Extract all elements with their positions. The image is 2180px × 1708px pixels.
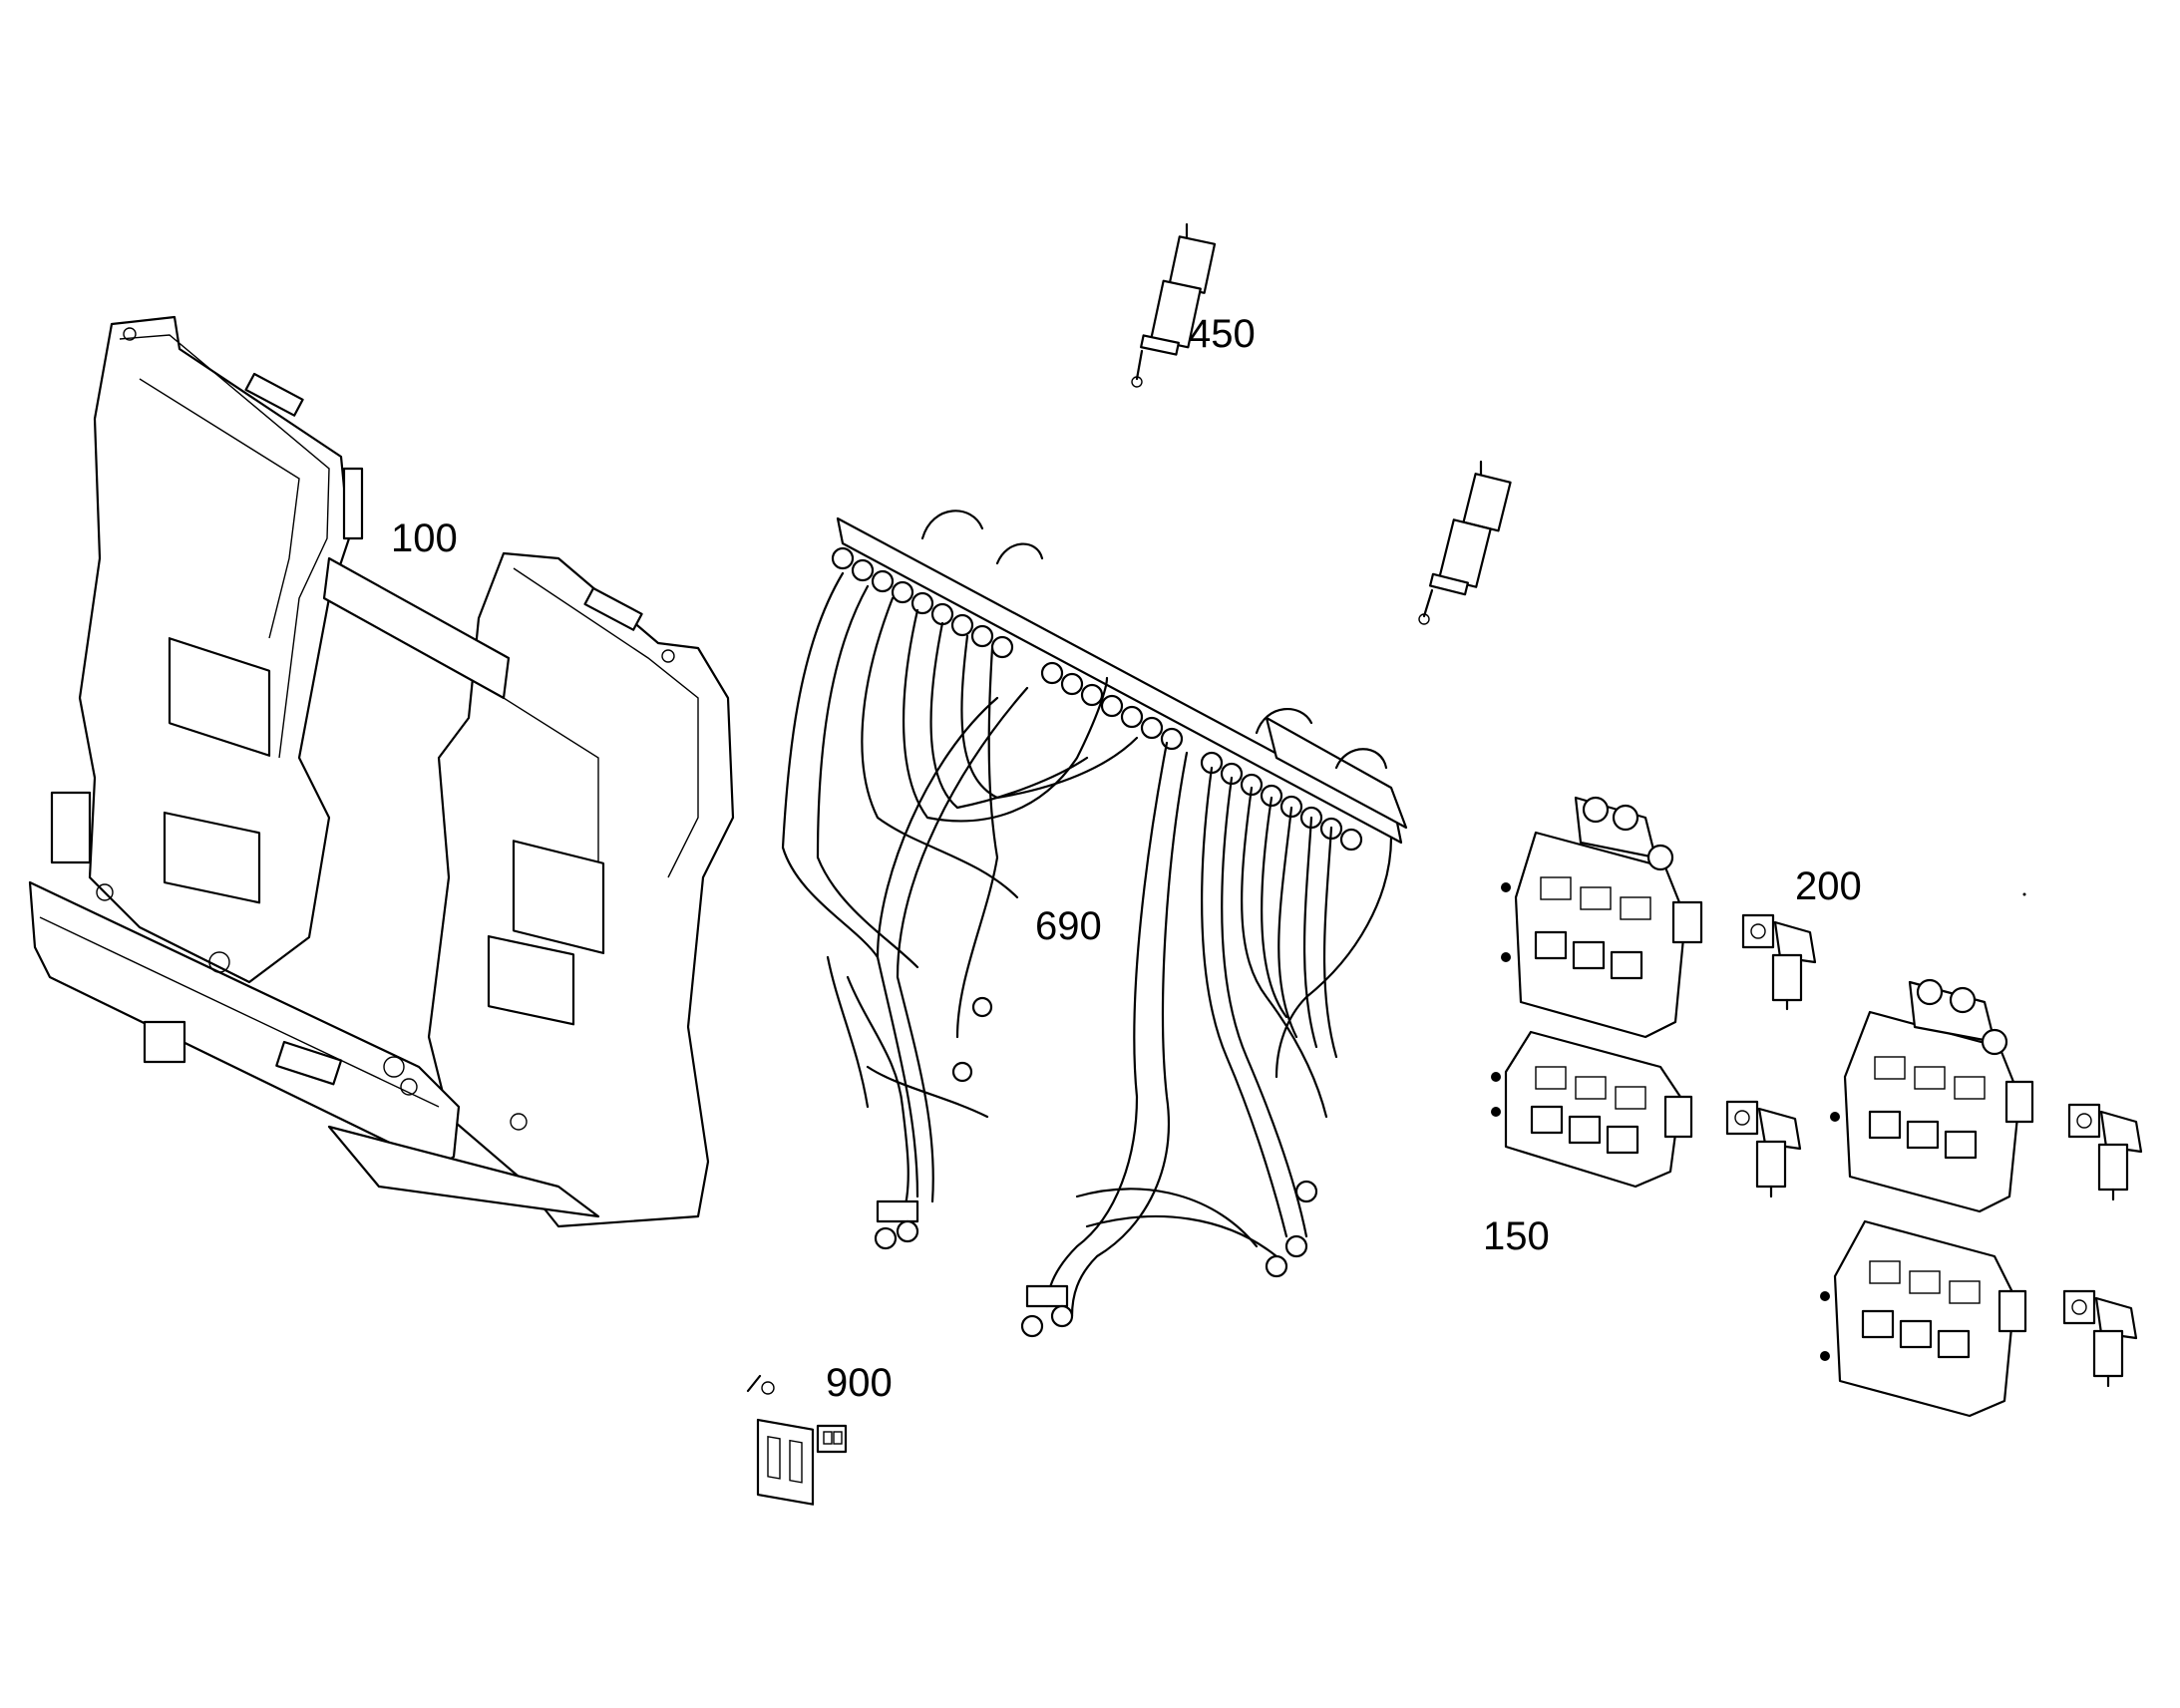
valve-block-4	[1820, 1219, 2027, 1418]
callout-900: 900	[826, 1361, 893, 1405]
callout-150: 150	[1483, 1214, 1550, 1258]
callout-100: 100	[391, 516, 458, 560]
small-valve-assembly	[746, 1374, 848, 1506]
solenoid-2	[1725, 1100, 1802, 1198]
tube-set-assembly	[781, 510, 1408, 1338]
accumulator-upper	[1131, 222, 1217, 388]
valve-block-1	[1501, 796, 1703, 1039]
callout-200: 200	[1795, 864, 1862, 908]
solenoid-3	[2067, 1103, 2143, 1201]
frame-assembly	[28, 315, 735, 1228]
solenoid-4	[2062, 1289, 2138, 1388]
callout-450: 450	[1189, 312, 1256, 356]
valve-block-3	[1830, 978, 2034, 1213]
rail-fittings	[831, 546, 1363, 852]
callout-690: 690	[1035, 904, 1102, 948]
solenoid-1	[1741, 913, 1817, 1011]
valve-block-2	[1491, 1030, 1693, 1189]
accumulator-lower	[1418, 460, 1512, 625]
stray-dot	[2022, 892, 2026, 896]
